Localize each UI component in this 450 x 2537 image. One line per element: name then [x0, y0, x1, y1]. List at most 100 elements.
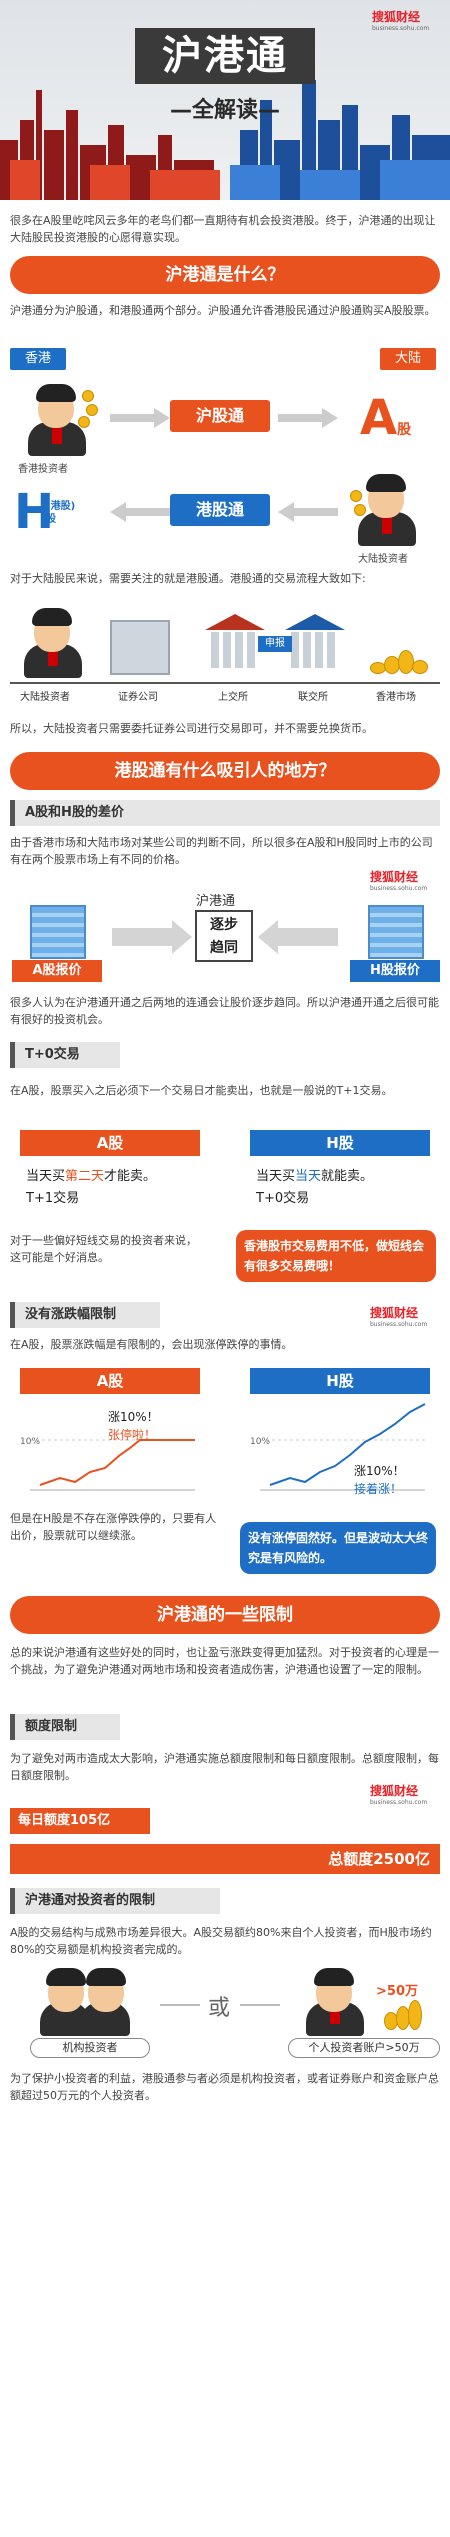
a-share-icon: A股 — [360, 390, 411, 446]
limit-h-head-label: H股 — [326, 1372, 354, 1390]
flow-hkex-icon — [285, 614, 345, 674]
s3-p2: 为了避免对两市造成太大影响，沪港通实施总额度限制和每日额度限制。总额度限制，每日… — [10, 1752, 439, 1782]
limit-h-label2: 接着涨！ — [354, 1482, 403, 1496]
converge-arrows-icon — [112, 920, 338, 954]
sub-t0-label: T+0交易 — [25, 1047, 80, 1062]
dl-tag: 大陆 — [380, 348, 436, 370]
a-price-label: A股报价 — [32, 963, 82, 978]
flow-investor-figure — [18, 606, 88, 678]
h-building-icon — [368, 905, 424, 959]
flow-label-3: 联交所 — [298, 692, 328, 703]
a-share-letter: A — [360, 390, 398, 446]
flow-label-2: 上交所 — [218, 692, 248, 703]
flow-label-1: 证券公司 — [118, 692, 158, 703]
daily-quota-bar: 每日额度105亿 — [10, 1808, 150, 1834]
converge-line2: 趋同 — [210, 940, 238, 956]
header-subtitle: —全解读— — [169, 98, 280, 123]
dl-investor-label: 大陆投资者 — [358, 554, 408, 565]
sub-t0: T+0交易 — [10, 1042, 120, 1068]
sub-quota: 额度限制 — [10, 1714, 120, 1740]
inst-label: 机构投资者 — [62, 2041, 118, 2054]
flow-sse-icon — [205, 614, 265, 674]
s3-p4: 为了保护小投资者的利益，港股通参与者必须是机构投资者，或者证券账户和资金账户总额… — [10, 2072, 439, 2102]
hk-tag: 香港 — [10, 348, 66, 370]
arrow-right-icon — [110, 408, 170, 428]
skyline-graphic — [0, 80, 450, 200]
indiv-label-pill: 个人投资者账户>50万 — [288, 2038, 440, 2058]
t1-a-pre: 当天买 — [26, 1169, 66, 1184]
s1-so: 所以，大陆投资者只需要委托证券公司进行交易即可，并不需要兑换货币。 — [10, 722, 373, 735]
t1-a-line2: T+1交易 — [26, 1191, 80, 1206]
sohu-logo-4-url: business.sohu.com — [370, 1799, 428, 1806]
section-title-attractive: 港股通有什么吸引人的地方？ — [10, 752, 440, 790]
s2-p4: 对于一些偏好短线交易的投资者来说，这可能是个好消息。 — [10, 1234, 197, 1264]
shgt-badge: 沪股通 — [170, 400, 270, 432]
s2-p1: 由于香港市场和大陆市场对某些公司的判断不同，所以很多在A股和H股同时上市的公司有… — [10, 836, 433, 866]
inst-investor-figure — [40, 1966, 140, 2036]
t1-a-head-label: A股 — [96, 1134, 124, 1152]
a-share-suffix: 股 — [397, 422, 412, 438]
arrow-left-icon — [110, 502, 170, 522]
sohu-logo-text: 搜狐财经 — [372, 10, 421, 24]
s2-p3: 在A股，股票买入之后必须下一个交易日才能卖出，也就是一般说的T+1交易。 — [10, 1084, 393, 1097]
t0-h-head: H股 — [250, 1130, 430, 1156]
s2-p5: 在A股，股票涨跌幅是有限制的，会出现涨停跌停的事情。 — [10, 1338, 293, 1351]
sub-no-limit: 没有涨跌幅限制 — [10, 1302, 160, 1328]
h-share-icon: H — [14, 484, 54, 540]
section-title-attractive-label: 港股通有什么吸引人的地方？ — [114, 761, 336, 781]
sohu-logo: 搜狐财经 business.sohu.com — [372, 8, 429, 32]
inst-label-pill: 机构投资者 — [30, 2038, 150, 2058]
center-hgt-label: 沪港通 — [196, 894, 236, 909]
sohu-logo-3: 搜狐财经 business.sohu.com — [370, 1304, 427, 1328]
dl-investor-figure — [350, 470, 430, 550]
t1-a-text: 当天买第二天才能卖。 T+1交易 — [26, 1166, 156, 1210]
risk-bubble-text: 没有涨停固然好。但是波动太大终究是有风险的。 — [248, 1531, 429, 1565]
flow-label-0: 大陆投资者 — [20, 692, 70, 703]
sub-price-diff: A股和H股的差价 — [10, 800, 440, 826]
sohu-logo-2: 搜狐财经 business.sohu.com — [370, 868, 427, 892]
limit-a-label1: 涨10%！ — [108, 1410, 159, 1424]
flow-office-icon — [110, 620, 170, 675]
sohu-logo-4-text: 搜狐财经 — [370, 1784, 419, 1798]
sub-quota-label: 额度限制 — [25, 1719, 78, 1734]
t0-h-pre: 当天买 — [256, 1169, 296, 1184]
limit-h-head: H股 — [250, 1368, 430, 1394]
flow-coins-icon — [370, 640, 430, 676]
arrow-left-icon-2 — [278, 502, 338, 522]
ggt-badge: 港股通 — [170, 494, 270, 526]
t0-h-text: 当天买当天就能卖。 T+0交易 — [256, 1166, 373, 1210]
header-title: 沪港通 — [162, 33, 288, 79]
indiv-label: 个人投资者账户>50万 — [308, 2041, 420, 2054]
s3-p3: A股的交易结构与成熟市场差异很大。A股交易额约80%来自个人投资者，而H股市场约… — [10, 1926, 432, 1956]
header-title-box: 沪港通 — [135, 28, 315, 84]
over-50w-label: >50万 — [376, 1984, 418, 1999]
h-share-suffix: (港股)股 — [46, 501, 76, 525]
limit-a-label2: 张停啦！ — [108, 1428, 157, 1442]
risk-bubble: 没有涨停固然好。但是波动太大终究是有风险的。 — [240, 1522, 436, 1574]
flow-label-4: 香港市场 — [376, 692, 416, 703]
limit-a-head: A股 — [20, 1368, 200, 1394]
limit-h-pct: 10% — [250, 1437, 270, 1447]
hk-investor-figure — [20, 380, 100, 460]
section-title-what: 沪港通是什么？ — [10, 256, 440, 294]
flow-diagram: 申报 大陆投资者 证券公司 上交所 联交所 香港市场 — [0, 600, 450, 710]
t0-h-blue: 当天 — [295, 1169, 322, 1184]
t0-h-post: 就能卖。 — [321, 1169, 374, 1184]
sub-investor-limit-label: 沪港通对投资者的限制 — [25, 1893, 156, 1908]
s1-focus: 对于大陆股民来说，需要关注的就是港股通。港股通的交易流程大致如下: — [10, 572, 366, 585]
s2-p6: 但是在H股是不存在涨停跌停的，只要有人出价，股票就可以继续涨。 — [10, 1512, 217, 1542]
limit-h-label1: 涨10%！ — [354, 1464, 405, 1478]
or-divider-left — [160, 2004, 200, 2006]
s2-p2: 很多人认为在沪港通开通之后两地的连通会让股价逐步趋同。所以沪港通开通之后很可能有… — [10, 996, 439, 1026]
intro-text: 很多在A股里屹咤风云多年的老鸟们都一直期待有机会投资港股。终于，沪港通的出现让大… — [10, 214, 436, 244]
sub-no-limit-label: 没有涨跌幅限制 — [25, 1307, 117, 1322]
section-title-what-label: 沪港通是什么？ — [165, 265, 285, 285]
hk-tag-label: 香港 — [24, 351, 51, 366]
arrow-right-icon-2 — [278, 408, 338, 428]
t0-h-head-label: H股 — [326, 1134, 354, 1152]
shgt-label: 沪股通 — [195, 406, 244, 425]
sub-investor-limit: 沪港通对投资者的限制 — [10, 1888, 220, 1914]
converge-box: 逐步趋同 — [195, 910, 253, 962]
or-label: 或 — [208, 1996, 231, 2021]
t1-a-red: 第二天 — [65, 1169, 105, 1184]
